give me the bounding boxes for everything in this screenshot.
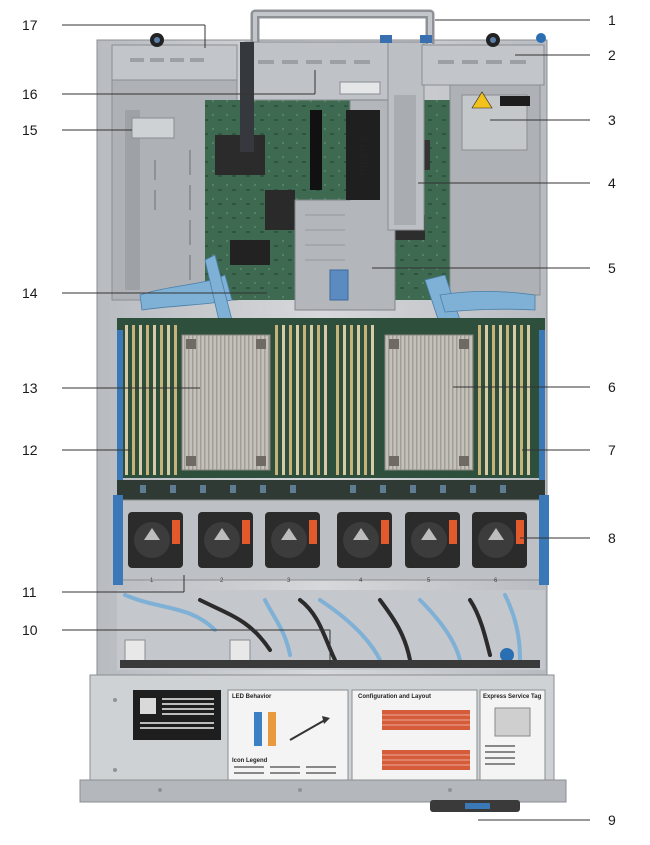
svg-text:6: 6 xyxy=(494,578,498,584)
riser-2-label: RISER 2 xyxy=(359,136,370,175)
callout-2: 2 xyxy=(608,47,616,63)
callout-15: 15 xyxy=(22,122,38,138)
callout-lines xyxy=(62,19,590,821)
callout-3: 3 xyxy=(608,112,616,128)
fan-module: 1 xyxy=(128,512,183,584)
callout-6: 6 xyxy=(608,379,616,395)
callout-11: 11 xyxy=(22,584,37,600)
callout-13: 13 xyxy=(22,380,38,396)
callout-1: 1 xyxy=(608,12,616,28)
bay-label-plate xyxy=(131,117,175,139)
callout-7: 7 xyxy=(608,442,616,458)
arrow-up-icon xyxy=(214,528,230,540)
fan-latch xyxy=(381,520,389,544)
callout-5: 5 xyxy=(608,260,616,276)
dimm-bank-left xyxy=(125,325,177,475)
fan-module: 4 xyxy=(337,512,392,584)
fan-module: 5 xyxy=(405,512,460,584)
cable-rail-right xyxy=(539,330,545,480)
callout-10: 10 xyxy=(22,622,38,638)
information-tag[interactable] xyxy=(430,800,520,812)
heatsink-cpu-1 xyxy=(181,334,271,471)
cable-rail-left xyxy=(117,330,123,480)
riser-2-touchpoint xyxy=(329,269,349,301)
callout-numbers: 1 2 3 4 5 6 7 8 9 10 11 12 13 14 15 16 1… xyxy=(22,12,616,828)
arrow-up-icon xyxy=(144,528,160,540)
riser-latch xyxy=(240,42,254,152)
callout-12: 12 xyxy=(22,442,38,458)
service-label: LED Behavior Icon Legend Configuration a… xyxy=(133,689,546,781)
fan-latch xyxy=(516,520,524,544)
chassis-front-lip xyxy=(79,779,567,803)
fan-module: 3 xyxy=(265,512,320,584)
led-behavior-title: LED Behavior xyxy=(232,694,272,700)
riser-2: RISER 2 xyxy=(294,99,396,311)
riser-1-bracket xyxy=(240,41,396,152)
svg-text:4: 4 xyxy=(359,578,363,584)
psu-bay-right xyxy=(421,33,546,296)
arrow-up-icon xyxy=(488,528,504,540)
fan-latch xyxy=(449,520,457,544)
svg-text:3: 3 xyxy=(287,578,291,584)
icon-legend-title: Icon Legend xyxy=(232,758,268,764)
svg-text:5: 5 xyxy=(427,578,431,584)
config-layout-title: Configuration and Layout xyxy=(358,694,431,700)
callout-16: 16 xyxy=(22,86,38,102)
fan-module: 6 xyxy=(472,512,527,584)
svg-text:2: 2 xyxy=(220,578,224,584)
arrow-up-icon xyxy=(421,528,437,540)
rear-pcie-bracket xyxy=(380,35,432,231)
heatsink-cpu-2 xyxy=(384,334,474,471)
dimm-bank-center xyxy=(275,325,374,475)
fan-latch xyxy=(242,520,250,544)
callout-9: 9 xyxy=(608,812,616,828)
arrow-up-icon xyxy=(353,528,369,540)
dimm-bank-right xyxy=(478,325,530,475)
callout-4: 4 xyxy=(608,175,616,191)
arrow-up-icon xyxy=(281,528,297,540)
callout-8: 8 xyxy=(608,530,616,546)
callout-14: 14 xyxy=(22,285,38,301)
fan-cage: 1 2 3 4 5 xyxy=(113,480,549,585)
psu-bracket xyxy=(421,44,545,86)
fan-latch xyxy=(172,520,180,544)
warning-icon xyxy=(471,91,493,109)
callout-17: 17 xyxy=(22,17,38,33)
fan-latch xyxy=(309,520,317,544)
svg-text:1: 1 xyxy=(150,578,154,584)
express-service-tag-title: Express Service Tag xyxy=(483,694,542,700)
rear-bracket xyxy=(111,44,238,81)
fan-module: 2 xyxy=(198,512,253,584)
memory-cpu-zone xyxy=(117,318,545,480)
